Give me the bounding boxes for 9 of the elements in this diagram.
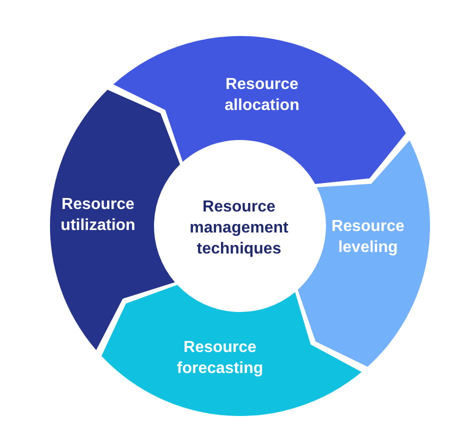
segment-label: Resource forecasting xyxy=(176,338,264,379)
center-label: Resource management techniques xyxy=(183,196,295,260)
cycle-segment xyxy=(113,36,406,185)
cycle-segment xyxy=(50,89,181,351)
segment-label: Resource leveling xyxy=(330,217,406,258)
segment-label: Resource utilization xyxy=(60,195,136,236)
segment-label: Resource allocation xyxy=(224,75,300,116)
cycle-segment xyxy=(297,140,430,367)
cycle-segment xyxy=(101,284,362,416)
